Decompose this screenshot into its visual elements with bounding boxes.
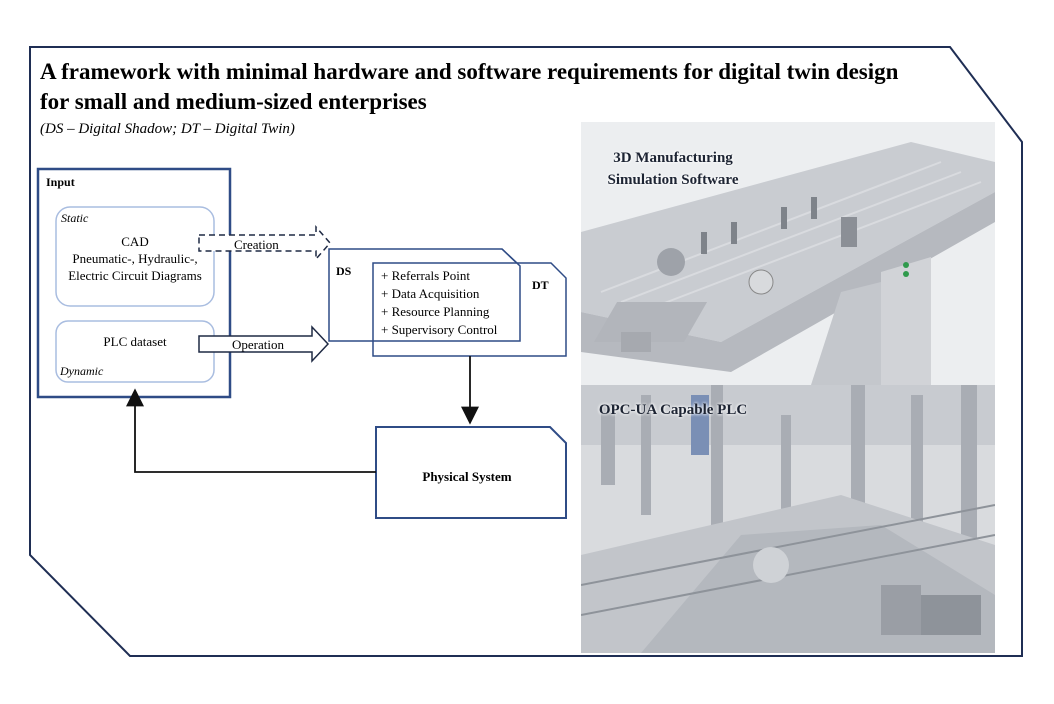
creation-arrow bbox=[198, 225, 331, 261]
dt-label: DT bbox=[532, 278, 549, 292]
plc-label: OPC-UA Capable PLC bbox=[598, 402, 748, 418]
plc-image: OPC-UA Capable PLC bbox=[581, 385, 995, 653]
physical-system-box bbox=[375, 426, 567, 519]
input-label: Input bbox=[46, 175, 75, 189]
dt-item-referrals: + Referrals Point bbox=[381, 268, 470, 283]
simulation-image: 3D Manufacturing Simulation Software bbox=[581, 122, 995, 385]
page-title: A framework with minimal hardware and so… bbox=[40, 59, 899, 114]
static-label: Static bbox=[61, 211, 89, 225]
operation-label: Operation bbox=[232, 337, 284, 352]
static-cad-text: CAD bbox=[121, 234, 148, 249]
feedback-arrow bbox=[126, 388, 376, 473]
static-hydraulic-text: Pneumatic-, Hydraulic-, bbox=[72, 251, 197, 266]
plc-dataset-text: PLC dataset bbox=[103, 334, 167, 349]
page-subtitle: (DS – Digital Shadow; DT – Digital Twin) bbox=[40, 121, 295, 137]
ds-box-overlap-edge bbox=[373, 248, 521, 342]
dynamic-label: Dynamic bbox=[59, 364, 104, 378]
dt-item-supervisory-control: + Supervisory Control bbox=[381, 322, 498, 337]
static-box bbox=[55, 206, 215, 307]
operation-arrow bbox=[198, 325, 330, 363]
static-electric-text: Electric Circuit Diagrams bbox=[68, 268, 202, 283]
ds-label: DS bbox=[336, 264, 352, 278]
dt-item-data-acquisition: + Data Acquisition bbox=[381, 286, 480, 301]
dt-item-resource-planning: + Resource Planning bbox=[381, 304, 490, 319]
simulation-label: 3D Manufacturing Simulation Software bbox=[607, 150, 739, 188]
physical-system-label: Physical System bbox=[422, 469, 511, 484]
creation-label: Creation bbox=[234, 237, 279, 252]
